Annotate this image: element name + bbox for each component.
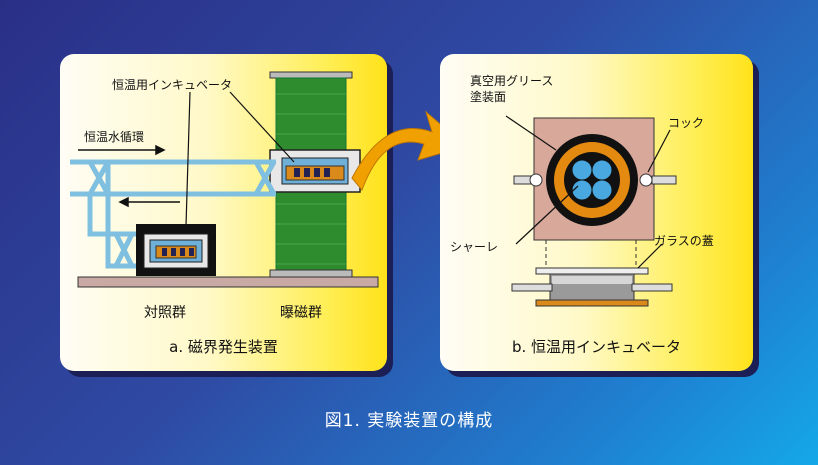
leader-exposure — [229, 91, 295, 163]
leader-grease — [505, 115, 557, 151]
device-diagram — [70, 71, 379, 288]
coil-top-flange — [269, 71, 353, 79]
lid-label: ガラスの蓋 — [654, 234, 714, 248]
panel-a-title: a. 磁界発生装置 — [169, 338, 278, 356]
pipe-right — [651, 175, 677, 185]
glass-lid — [535, 267, 649, 275]
leader-cock — [647, 129, 671, 173]
water-circulation-label: 恒温水循環 — [84, 130, 145, 144]
cock-left[interactable] — [529, 173, 543, 187]
cock-right[interactable] — [639, 173, 653, 187]
cock-label: コック — [668, 116, 705, 130]
leader-dish — [515, 185, 579, 245]
base-plate — [77, 276, 379, 288]
leader-control — [185, 91, 191, 227]
base-side — [535, 299, 649, 307]
coil-bottom-flange — [269, 269, 353, 278]
side-pipe-right — [631, 283, 673, 292]
grease-label-line1: 真空用グリース — [470, 74, 554, 88]
incubator-label: 恒温用インキュベータ — [112, 78, 233, 92]
control-group-label: 対照群 — [144, 305, 186, 321]
figure-caption: 図1. 実験装置の構成 — [324, 411, 494, 431]
incubator-diagram — [505, 115, 677, 307]
panel-incubator: 真空用グリース 塗装面 コック シャーレ ガラスの蓋 b. 恒温用インキュベータ — [440, 54, 753, 371]
water-pipes — [70, 159, 277, 269]
inner-ring — [564, 152, 620, 208]
side-pipe-left — [511, 283, 553, 292]
exposure-group-label: 曝磁群 — [280, 305, 322, 321]
panel-b-title: b. 恒温用インキュベータ — [511, 338, 682, 356]
leader-lid — [637, 243, 663, 269]
dishes — [571, 159, 613, 201]
dish-label: シャーレ — [450, 240, 499, 254]
panel-magnetic-field-device: 恒温用インキュベータ 恒温水循環 対照群 曝磁群 a. 磁界発生装置 — [60, 54, 387, 371]
grease-label-line2: 塗装面 — [470, 90, 507, 104]
